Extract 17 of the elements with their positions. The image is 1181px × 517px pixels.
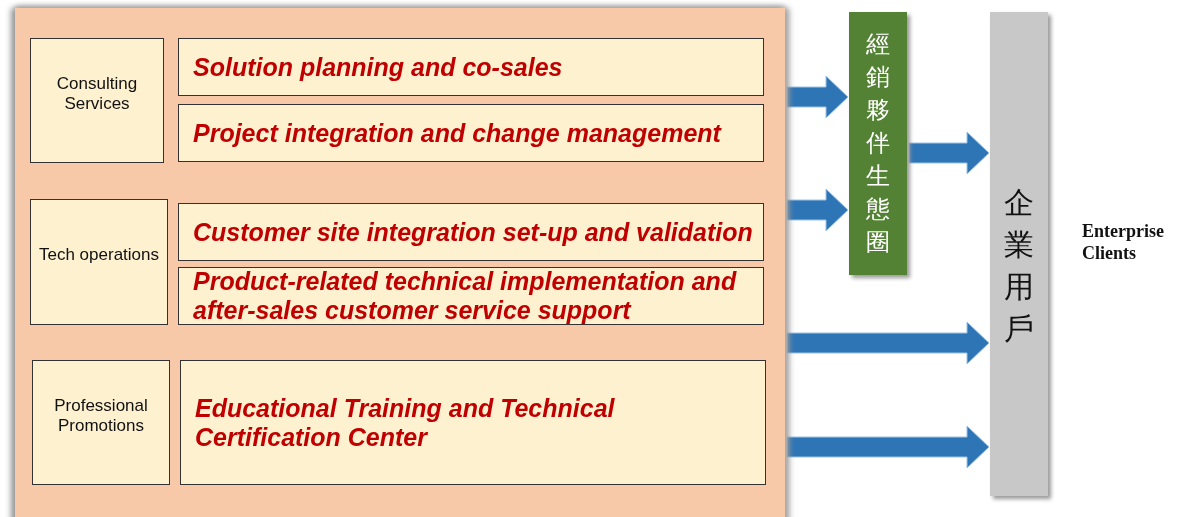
partner-bar: 經銷夥伴生態圈 <box>849 12 907 275</box>
block-arrow <box>786 188 849 232</box>
service-box: Solution planning and co-sales <box>178 38 764 96</box>
category-box: Consulting Services <box>30 38 164 163</box>
service-box: Customer site integration set-up and validation <box>178 203 764 261</box>
block-arrow <box>786 425 990 469</box>
service-box: Product-related technical implementation and after-sales customer service support <box>178 267 764 325</box>
block-arrow <box>786 75 849 119</box>
block-arrow <box>786 321 990 365</box>
service-box: Project integration and change management <box>178 104 764 162</box>
block-arrow <box>908 131 990 175</box>
category-box: Professional Promotions <box>32 360 170 485</box>
panel-background <box>15 8 785 517</box>
service-box: Educational Training and Technical Certification Center <box>180 360 766 485</box>
caption-text: Enterprise Clients <box>1082 220 1165 264</box>
category-box: Tech operations <box>30 199 168 325</box>
client-bar: 企業用戶 <box>990 12 1048 496</box>
